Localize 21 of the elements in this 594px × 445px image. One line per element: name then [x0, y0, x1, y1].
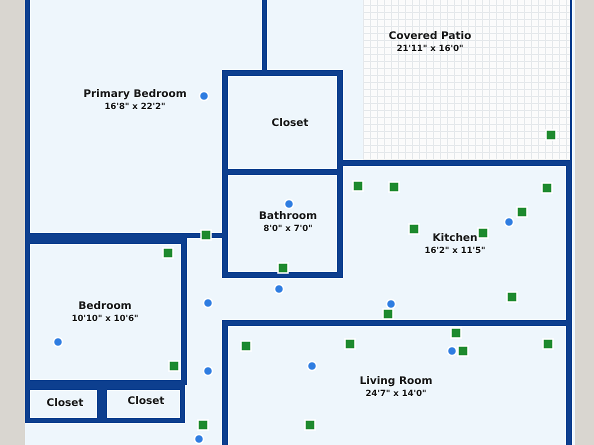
room-dimensions: 8'0" x 7'0" [262, 224, 314, 234]
room-name: Kitchen [431, 232, 479, 244]
room-dimensions: 24'7" x 14'0" [364, 389, 428, 399]
room-area [222, 175, 343, 278]
room-name: Closet [46, 397, 84, 409]
room-dimensions: 16'8" x 22'2" [104, 102, 166, 112]
room-dimensions: 10'10" x 10'6" [72, 314, 138, 324]
room-area [222, 320, 572, 445]
room-area [343, 160, 572, 320]
patio-area [363, 0, 572, 160]
room-name: Bedroom [77, 300, 133, 312]
room-name: Bathroom [258, 210, 318, 222]
room-dimensions: 21'11" x 16'0" [396, 44, 464, 54]
room-dimensions: 16'2" x 11'5" [424, 246, 486, 256]
room-name: Covered Patio [388, 30, 472, 42]
room-name: Living Room [360, 375, 432, 387]
room-name: Closet [272, 117, 308, 129]
room-area [222, 70, 343, 175]
room-name: Primary Bedroom [83, 88, 187, 100]
room-area [25, 0, 222, 238]
room-name: Closet [128, 395, 164, 407]
